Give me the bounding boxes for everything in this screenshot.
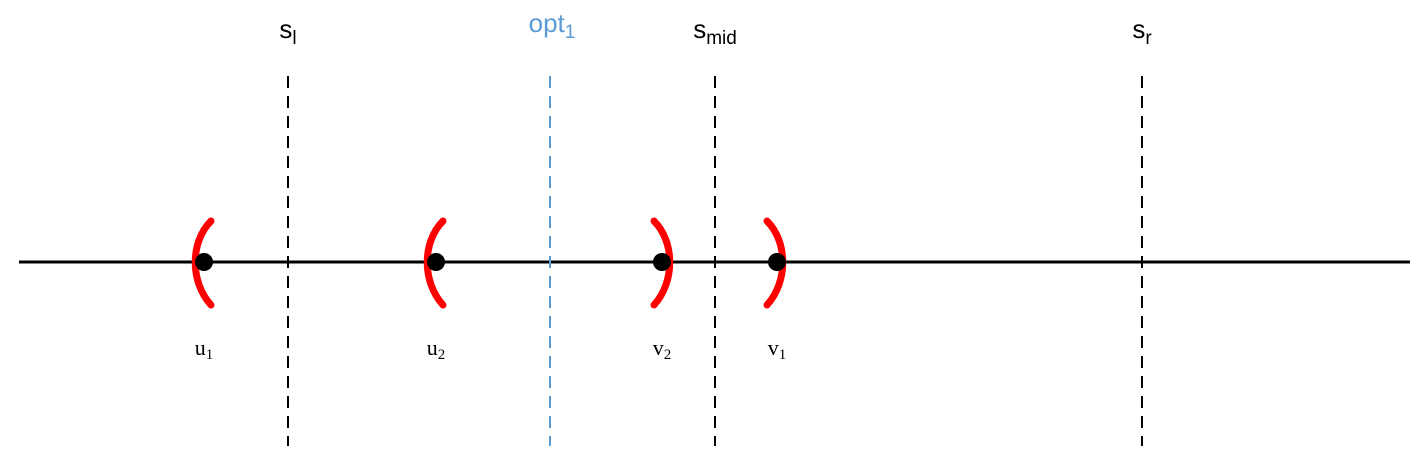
v-1-label-sub: 1 [779,347,787,363]
u-2-point [427,253,445,271]
s-mid-label-base: s [693,14,706,44]
u-2-label-sub: 2 [438,347,446,363]
v-1-label-base: v [768,335,779,360]
opt-1-label-base: opt [529,8,566,38]
u-1-label-sub: 1 [206,347,214,363]
u-2-label: u2 [427,335,446,363]
s-mid-label-sub: mid [706,28,737,49]
s-r-label-sub: r [1145,28,1152,49]
u-2-label-base: u [427,335,438,360]
s-mid-label: smid [693,14,737,49]
s-r-label: sr [1132,14,1152,49]
v-2-point [653,253,671,271]
v-2-label: v2 [653,335,672,363]
u-1-label-base: u [195,335,206,360]
u-1-point [195,253,213,271]
u-1-label: u1 [195,335,214,363]
s-l-label-sub: l [292,28,296,49]
v-1-label: v1 [768,335,787,363]
opt-1-label-sub: 1 [565,22,576,43]
s-r-label-base: s [1132,14,1145,44]
opt-1-label: opt1 [529,8,576,43]
v-1-point [768,253,786,271]
s-l-label: sl [279,14,296,49]
v-2-label-sub: 2 [664,347,672,363]
v-2-label-base: v [653,335,664,360]
s-l-label-base: s [279,14,292,44]
